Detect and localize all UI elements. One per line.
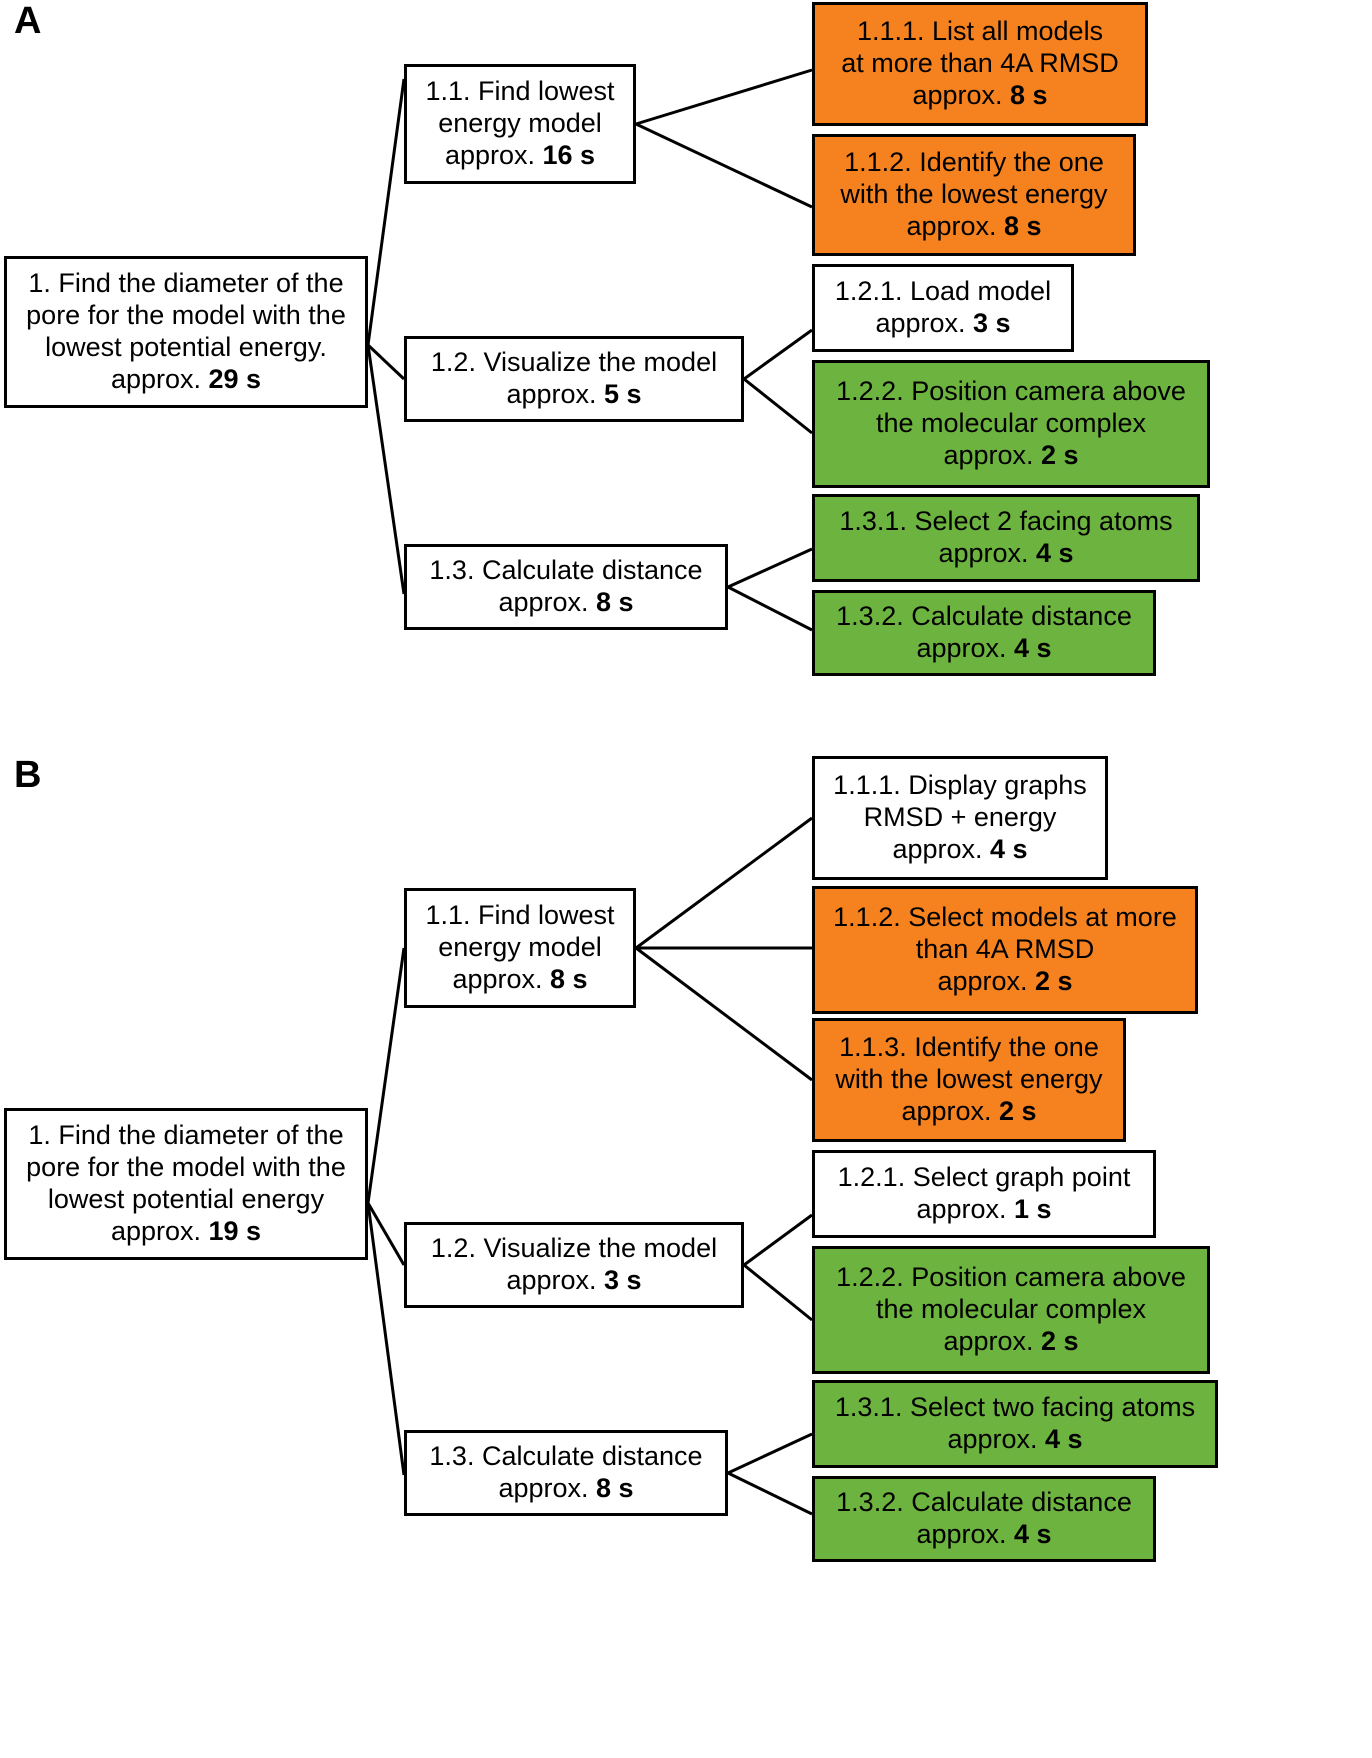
duration-value: 1 s [1014,1194,1052,1224]
duration-value: 8 s [596,587,634,617]
edge-a-1-1-to-1-1-1 [635,68,813,126]
duration-value: 8 s [550,963,588,994]
duration-value: 4 s [990,833,1028,864]
node-a-1-2[interactable]: 1.2. Visualize the model approx. 5 s [404,336,744,422]
node-b-1-3-text: 1.3. Calculate distance approx. 8 s [429,1441,703,1503]
node-b-1-2-1-text: 1.2.1. Select graph point approx. 1 s [837,1162,1131,1224]
node-b-root[interactable]: 1. Find the diameter of the pore for the… [4,1108,368,1260]
edge-b-root-to-1-1 [366,947,406,1204]
duration-value: 8 s [1004,210,1042,241]
edge-b-1-1-to-1-1-1 [635,816,813,950]
node-b-1-3[interactable]: 1.3. Calculate distance approx. 8 s [404,1430,728,1516]
node-b-1-2[interactable]: 1.2. Visualize the model approx. 3 s [404,1222,744,1308]
duration-value: 2 s [1041,1325,1079,1356]
duration-value: 16 s [542,139,596,170]
panel-label-a: A [14,0,42,42]
node-b-1-2-2[interactable]: 1.2.2. Position camera above the molecul… [812,1246,1210,1374]
node-a-1-1-2-text: 1.1.2. Identify the one with the lowest … [840,147,1108,241]
node-a-1-2-2-text: 1.2.2. Position camera above the molecul… [836,376,1186,470]
node-a-1-3-1[interactable]: 1.3.1. Select 2 facing atoms approx. 4 s [812,494,1200,582]
duration-value: 29 s [208,363,262,394]
duration-value: 4 s [1014,1519,1052,1549]
edge-a-root-to-1-2 [366,343,406,381]
node-a-1-1[interactable]: 1.1. Find lowest energy model approx. 16… [404,64,636,184]
duration-value: 2 s [1041,439,1079,470]
edge-a-1-3-to-1-3-2 [727,585,813,632]
node-b-1-1[interactable]: 1.1. Find lowest energy model approx. 8 … [404,888,636,1008]
node-b-1-3-1[interactable]: 1.3.1. Select two facing atoms approx. 4… [812,1380,1218,1468]
node-a-1-3-2-text: 1.3.2. Calculate distance approx. 4 s [836,601,1132,663]
node-b-1-2-1[interactable]: 1.2.1. Select graph point approx. 1 s [812,1150,1156,1238]
node-b-1-1-3-text: 1.1.3. Identify the one with the lowest … [835,1032,1103,1126]
duration-value: 2 s [1035,965,1073,996]
edge-b-1-1-to-1-1-3 [635,946,813,1082]
edge-b-1-3-to-1-3-1 [727,1432,813,1475]
node-b-1-1-3[interactable]: 1.1.3. Identify the one with the lowest … [812,1018,1126,1142]
node-a-root[interactable]: 1. Find the diameter of the pore for the… [4,256,368,408]
duration-value: 2 s [999,1095,1037,1126]
edge-b-1-2-to-1-2-2 [743,1263,813,1322]
duration-value: 3 s [604,1265,642,1295]
node-a-1-3-text: 1.3. Calculate distance approx. 8 s [429,555,703,617]
edge-b-root-to-1-2 [366,1202,406,1266]
node-a-1-2-1-text: 1.2.1. Load model approx. 3 s [834,276,1052,338]
node-a-1-1-text: 1.1. Find lowest energy model approx. 16… [425,76,615,170]
edge-a-1-1-to-1-1-2 [635,122,813,209]
edge-a-1-2-to-1-2-1 [743,328,813,381]
node-b-1-2-2-text: 1.2.2. Position camera above the molecul… [836,1262,1186,1356]
panel-label-b: B [14,754,42,796]
edge-a-root-to-1-1 [366,78,406,346]
duration-value: 19 s [208,1215,262,1246]
node-b-1-1-2-text: 1.1.2. Select models at more than 4A RMS… [833,902,1177,996]
edge-b-1-2-to-1-2-1 [743,1213,813,1267]
edge-a-1-3-to-1-3-1 [727,547,813,589]
node-a-1-3-2[interactable]: 1.3.2. Calculate distance approx. 4 s [812,590,1156,676]
node-b-root-text: 1. Find the diameter of the pore for the… [26,1120,346,1246]
node-b-1-2-text: 1.2. Visualize the model approx. 3 s [430,1233,718,1295]
node-a-1-1-1[interactable]: 1.1.1. List all models at more than 4A R… [812,2,1148,126]
node-a-1-3[interactable]: 1.3. Calculate distance approx. 8 s [404,544,728,630]
node-b-1-1-text: 1.1. Find lowest energy model approx. 8 … [425,900,615,994]
node-b-1-3-2-text: 1.3.2. Calculate distance approx. 4 s [836,1487,1132,1549]
node-b-1-3-2[interactable]: 1.3.2. Calculate distance approx. 4 s [812,1476,1156,1562]
node-b-1-3-1-text: 1.3.1. Select two facing atoms approx. 4… [834,1392,1196,1454]
node-a-1-1-1-text: 1.1.1. List all models at more than 4A R… [841,16,1119,110]
duration-value: 4 s [1045,1424,1083,1454]
node-a-1-2-text: 1.2. Visualize the model approx. 5 s [430,347,718,409]
duration-value: 4 s [1036,538,1074,568]
node-a-1-1-2[interactable]: 1.1.2. Identify the one with the lowest … [812,134,1136,256]
duration-value: 8 s [596,1473,634,1503]
node-b-1-1-2[interactable]: 1.1.2. Select models at more than 4A RMS… [812,886,1198,1014]
edge-a-1-2-to-1-2-2 [743,377,813,435]
edge-b-root-to-1-3 [366,1202,406,1476]
duration-value: 5 s [604,379,642,409]
edge-b-1-3-to-1-3-2 [727,1471,813,1516]
edge-a-root-to-1-3 [366,344,406,595]
duration-value: 8 s [1010,79,1048,110]
node-a-1-2-1[interactable]: 1.2.1. Load model approx. 3 s [812,264,1074,352]
node-a-root-text: 1. Find the diameter of the pore for the… [26,268,346,394]
node-a-1-3-1-text: 1.3.1. Select 2 facing atoms approx. 4 s [839,506,1173,568]
node-b-1-1-1[interactable]: 1.1.1. Display graphs RMSD + energy appr… [812,756,1108,880]
node-b-1-1-1-text: 1.1.1. Display graphs RMSD + energy appr… [833,770,1087,864]
node-a-1-2-2[interactable]: 1.2.2. Position camera above the molecul… [812,360,1210,488]
duration-value: 3 s [973,308,1011,338]
duration-value: 4 s [1014,633,1052,663]
